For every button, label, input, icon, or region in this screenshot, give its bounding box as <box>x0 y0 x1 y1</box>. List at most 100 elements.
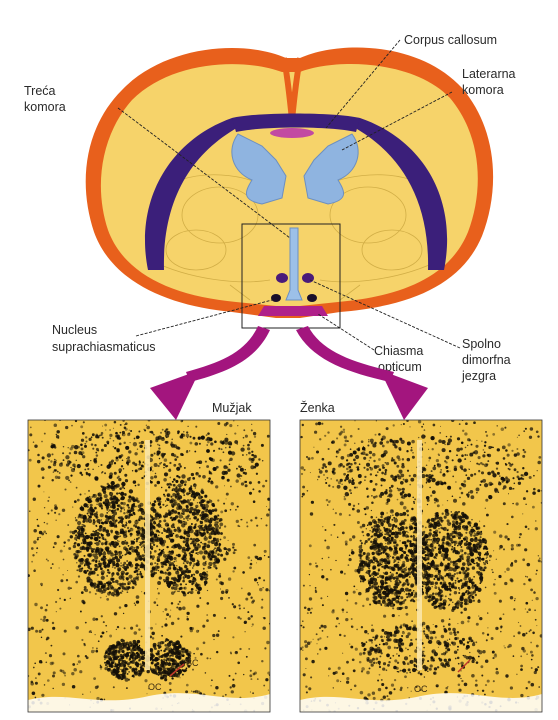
stain-speck <box>103 562 104 563</box>
stain-speck <box>462 502 466 506</box>
stain-speck <box>215 524 219 528</box>
stain-speck <box>227 469 230 472</box>
stain-speck <box>183 488 184 489</box>
stain-speck <box>311 607 313 609</box>
stain-speck <box>136 573 138 575</box>
stain-speck <box>223 547 226 550</box>
stain-speck <box>163 670 166 673</box>
stain-speck <box>380 512 384 516</box>
stain-speck <box>77 521 81 525</box>
stain-speck <box>378 549 380 551</box>
stain-speck <box>158 553 162 557</box>
stain-speck <box>43 616 46 619</box>
stain-speck <box>371 502 374 505</box>
stain-speck <box>233 605 236 608</box>
stain-speck <box>533 488 536 491</box>
stain-speck <box>171 665 172 666</box>
stain-speck <box>213 467 217 471</box>
stain-speck <box>116 572 119 575</box>
stain-speck <box>248 648 250 650</box>
stain-speck <box>460 546 462 548</box>
stain-speck <box>383 520 386 523</box>
stain-speck <box>407 555 409 557</box>
stain-speck <box>508 493 509 494</box>
stain-speck <box>127 663 129 665</box>
stain-speck <box>91 436 93 438</box>
stain-speck <box>82 548 83 549</box>
stain-speck <box>71 468 75 472</box>
stain-speck <box>531 667 533 669</box>
stain-speck <box>114 666 116 668</box>
stain-speck <box>173 454 176 457</box>
stain-speck <box>103 552 107 556</box>
stain-speck <box>92 647 94 649</box>
stain-speck <box>107 587 110 590</box>
stain-speck <box>401 520 405 524</box>
stain-speck <box>205 524 207 526</box>
stain-speck <box>193 691 195 693</box>
stain-speck <box>110 530 113 533</box>
stain-speck <box>161 659 162 660</box>
stain-speck <box>197 560 199 562</box>
stain-speck <box>56 434 58 436</box>
stain-speck <box>82 455 85 458</box>
stain-speck <box>427 548 431 552</box>
stain-speck <box>208 509 212 513</box>
stain-speck <box>256 562 257 563</box>
stain-speck <box>79 670 82 673</box>
stain-speck <box>510 578 513 581</box>
stain-speck <box>176 506 180 510</box>
stain-speck <box>305 668 306 669</box>
stain-speck <box>103 632 104 633</box>
stain-speck <box>196 605 199 608</box>
stain-speck <box>377 563 381 567</box>
stain-speck <box>80 507 83 510</box>
stain-speck <box>176 673 180 677</box>
stain-speck <box>215 510 216 511</box>
stain-speck <box>106 598 109 601</box>
stain-speck <box>180 677 181 678</box>
stain-speck <box>369 585 371 587</box>
stain-speck <box>528 579 530 581</box>
stain-speck <box>376 517 377 518</box>
stain-speck <box>396 544 399 547</box>
stain-speck <box>363 535 365 537</box>
stain-speck <box>207 432 210 435</box>
stain-speck <box>437 504 440 507</box>
stain-speck <box>217 514 219 516</box>
stain-speck <box>250 615 252 617</box>
stain-speck <box>456 577 458 579</box>
stain-speck <box>104 542 107 545</box>
stain-speck <box>373 540 377 544</box>
stain-speck <box>95 525 97 527</box>
stain-speck <box>121 592 123 594</box>
stain-speck <box>372 571 376 575</box>
stain-speck <box>135 506 137 508</box>
stain-speck <box>85 655 87 657</box>
stain-speck <box>370 578 373 581</box>
stain-speck <box>153 567 155 569</box>
stain-speck <box>216 578 218 580</box>
stain-speck <box>460 678 461 679</box>
stain-speck <box>525 526 528 529</box>
stain-speck <box>359 549 360 550</box>
stain-speck <box>63 545 65 547</box>
stain-speck <box>406 613 409 616</box>
stain-speck <box>246 656 248 658</box>
stain-speck <box>303 626 305 628</box>
stain-speck <box>192 567 193 568</box>
stain-speck <box>217 553 220 556</box>
stain-speck <box>189 450 190 451</box>
stain-speck <box>129 430 130 431</box>
stain-speck <box>464 454 466 456</box>
stain-speck <box>177 528 181 532</box>
stain-speck <box>60 669 63 672</box>
stain-speck <box>406 567 407 568</box>
stain-speck <box>220 532 223 535</box>
stain-speck <box>141 464 144 467</box>
stain-speck <box>236 549 237 550</box>
stain-speck <box>440 527 443 530</box>
stain-speck <box>268 556 270 558</box>
stain-speck <box>151 649 153 651</box>
stain-speck <box>84 571 86 573</box>
